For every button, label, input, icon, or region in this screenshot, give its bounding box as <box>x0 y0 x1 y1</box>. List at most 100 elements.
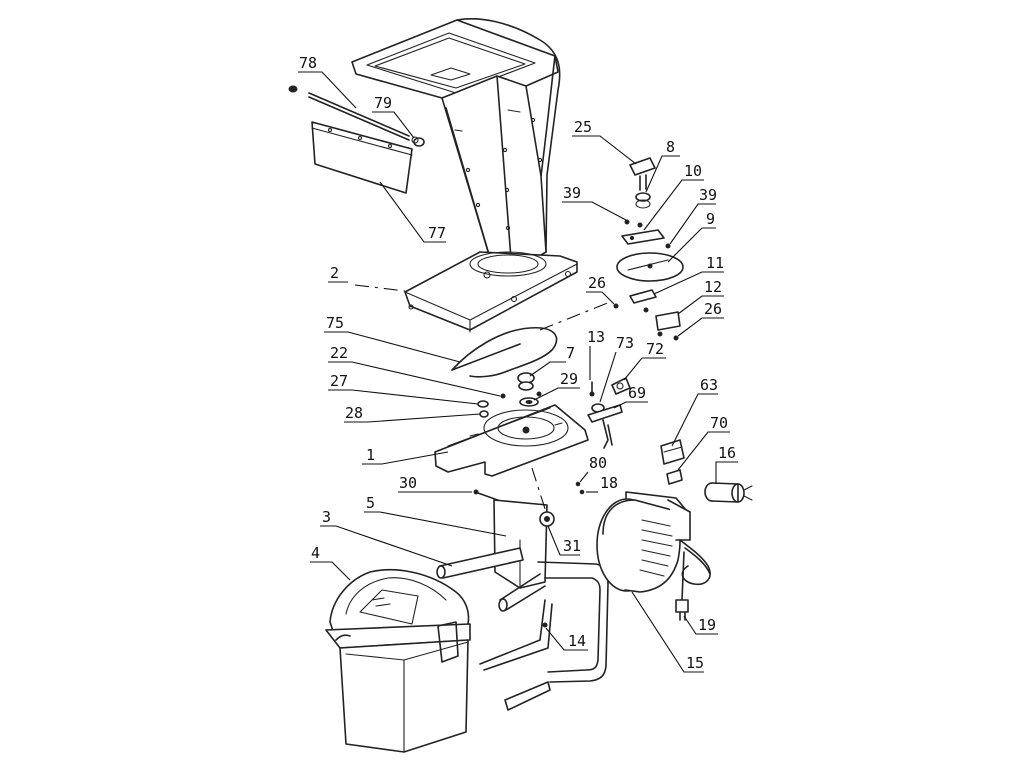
svg-text:9: 9 <box>706 210 715 228</box>
callout-10: 10 <box>643 162 704 231</box>
svg-text:22: 22 <box>330 344 348 362</box>
part-25-key <box>629 157 656 191</box>
part-22-screw <box>500 391 542 399</box>
svg-text:18: 18 <box>600 474 618 492</box>
part-8-spacer <box>635 192 651 209</box>
part-10-plate <box>621 229 665 245</box>
part-26-nuts <box>613 303 679 341</box>
callout-39a: 39 <box>562 184 627 221</box>
part-15-motor <box>596 491 691 593</box>
svg-text:75: 75 <box>326 314 344 332</box>
part-70-relay <box>666 469 683 485</box>
part-19-power-cord <box>675 539 711 621</box>
part-77-flap <box>311 121 413 194</box>
part-29-washer <box>519 397 539 407</box>
svg-text:30: 30 <box>399 474 417 492</box>
callout-1: 1 <box>362 446 449 465</box>
callout-73: 73 <box>599 334 634 403</box>
callout-28: 28 <box>344 404 481 423</box>
part-14-frame <box>479 561 609 711</box>
svg-text:12: 12 <box>704 278 722 296</box>
callout-5: 5 <box>364 494 507 537</box>
callout-63: 63 <box>671 376 718 447</box>
part-31-nut <box>539 511 555 527</box>
callout-13: 13 <box>587 328 605 380</box>
part-27-nut <box>477 400 489 408</box>
svg-text:4: 4 <box>311 544 320 562</box>
callout-69: 69 <box>613 384 648 409</box>
callout-8: 8 <box>645 138 680 193</box>
callout-72: 72 <box>623 340 666 381</box>
svg-text:8: 8 <box>666 138 675 156</box>
svg-text:39: 39 <box>699 186 717 204</box>
part-11-blade <box>629 289 657 304</box>
callout-75: 75 <box>324 314 461 363</box>
svg-text:15: 15 <box>686 654 704 672</box>
svg-text:16: 16 <box>718 444 736 462</box>
svg-text:26: 26 <box>588 274 606 292</box>
callout-22: 22 <box>328 344 501 397</box>
svg-text:29: 29 <box>560 370 578 388</box>
svg-text:1: 1 <box>366 446 375 464</box>
part-63-switch <box>660 439 685 465</box>
svg-text:73: 73 <box>616 334 634 352</box>
svg-text:28: 28 <box>345 404 363 422</box>
svg-text:78: 78 <box>299 54 317 72</box>
callout-79: 79 <box>372 94 415 139</box>
part-16-capacitor <box>704 482 753 503</box>
svg-text:13: 13 <box>587 328 605 346</box>
assembly-axis-blade <box>539 301 611 331</box>
assembly-axis-shaft <box>531 467 547 513</box>
callout-26a: 26 <box>586 274 615 305</box>
part-1-housing <box>434 404 589 477</box>
callout-78: 78 <box>298 54 357 109</box>
part-39-screws <box>624 219 671 249</box>
part-78-rod <box>288 85 410 141</box>
svg-text:80: 80 <box>589 454 607 472</box>
callout-27: 27 <box>328 372 479 405</box>
callout-30: 30 <box>398 474 472 493</box>
part-13-pin <box>589 381 595 397</box>
callout-19: 19 <box>683 615 718 635</box>
part-72-knob <box>611 377 631 395</box>
callout-15: 15 <box>631 591 704 673</box>
part-9-cutting-disc <box>616 252 684 282</box>
part-12-block <box>655 311 681 331</box>
assembly-axis-hopper <box>354 284 406 292</box>
callout-39b: 39 <box>669 186 717 245</box>
callout-26b: 26 <box>677 300 724 337</box>
callout-2: 2 <box>328 264 348 283</box>
svg-text:2: 2 <box>330 264 339 282</box>
callout-9: 9 <box>667 210 716 263</box>
svg-text:69: 69 <box>628 384 646 402</box>
svg-text:63: 63 <box>700 376 718 394</box>
svg-text:79: 79 <box>374 94 392 112</box>
svg-text:31: 31 <box>563 537 581 555</box>
svg-text:14: 14 <box>568 632 586 650</box>
part-75-belt <box>451 327 558 378</box>
callout-3: 3 <box>320 508 453 567</box>
svg-text:25: 25 <box>574 118 592 136</box>
part-4-collection-bin <box>325 569 471 753</box>
callout-31: 31 <box>547 525 581 556</box>
callout-80: 80 <box>579 454 607 483</box>
svg-text:7: 7 <box>566 344 575 362</box>
callout-14: 14 <box>545 627 588 651</box>
svg-text:26: 26 <box>704 300 722 318</box>
svg-text:77: 77 <box>428 224 446 242</box>
callout-4: 4 <box>310 544 351 581</box>
callout-7: 7 <box>529 344 575 377</box>
callout-25: 25 <box>572 118 637 165</box>
svg-text:3: 3 <box>322 508 331 526</box>
svg-text:72: 72 <box>646 340 664 358</box>
svg-text:11: 11 <box>706 254 724 272</box>
callout-11: 11 <box>653 254 724 295</box>
callout-12: 12 <box>677 278 724 315</box>
part-79-bushing <box>411 136 425 147</box>
part-69-switch-bracket <box>587 404 623 449</box>
callout-16: 16 <box>715 444 738 484</box>
callout-18: 18 <box>586 474 618 493</box>
part-80-screw <box>575 481 581 487</box>
svg-text:19: 19 <box>698 616 716 634</box>
callout-70: 70 <box>677 414 730 471</box>
